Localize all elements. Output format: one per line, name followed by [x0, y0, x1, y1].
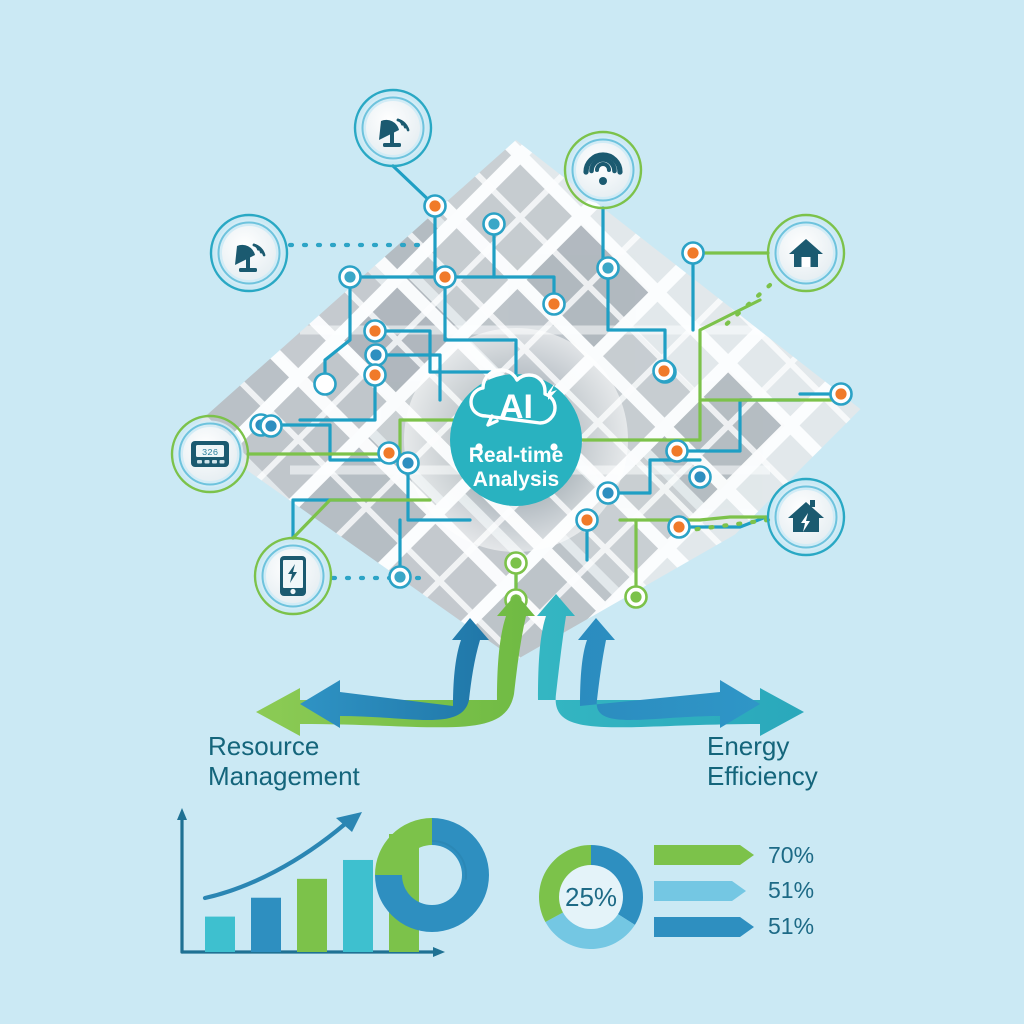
donut-center-label: 25%	[565, 882, 617, 912]
network-node-blue	[596, 256, 620, 280]
network-node-blue	[338, 265, 362, 289]
y-axis-arrowhead	[177, 808, 187, 820]
cloud-icon	[469, 368, 557, 427]
home-energy-icon[interactable]	[766, 477, 846, 557]
home-icon[interactable]	[766, 213, 846, 293]
satellite-dish-icon[interactable]	[209, 213, 289, 293]
donut-chart-center: 25%	[539, 845, 643, 949]
donut-center-hole	[559, 865, 623, 929]
label-energy-efficiency: Energy Efficiency	[707, 731, 818, 791]
progress-value-2: 51%	[768, 913, 815, 939]
trend-arrowhead	[336, 812, 362, 832]
donut-segment	[545, 911, 635, 949]
network-node-orange	[681, 241, 705, 265]
network-node-orange	[652, 359, 676, 383]
chart-bar	[205, 916, 235, 952]
ai-hub[interactable]: AI Real-time Analysis	[450, 368, 582, 506]
progress-value-0: 70%	[768, 842, 815, 868]
chart-bar	[251, 897, 281, 952]
network-node-orange	[542, 292, 566, 316]
network-node-hollow	[313, 372, 337, 396]
donut-segment	[375, 818, 489, 932]
network-node-green	[624, 585, 648, 609]
hub-acronym: AI	[499, 388, 533, 426]
x-axis-arrowhead	[433, 947, 445, 957]
network-node-blue	[396, 451, 420, 475]
network-node-orange	[665, 439, 689, 463]
label-resource-management: Resource Management	[208, 731, 360, 791]
progress-arrow-bar	[654, 845, 754, 865]
trend-line	[202, 821, 348, 901]
network-node-orange	[575, 508, 599, 532]
donut-segment	[539, 845, 591, 923]
wifi-icon[interactable]	[563, 130, 643, 210]
network-node-orange	[667, 515, 691, 539]
hub-line1: Real-time	[469, 444, 564, 467]
network-node-orange	[423, 194, 447, 218]
network-node-blue	[688, 465, 712, 489]
svg-text:326: 326	[202, 448, 218, 458]
satellite-dish-icon[interactable]	[353, 88, 433, 168]
arrow-resource-inner	[300, 618, 489, 728]
network-node-blue	[596, 481, 620, 505]
chart-bar	[297, 878, 327, 952]
arrow-energy-outer	[578, 618, 760, 728]
network-node-blue	[259, 414, 283, 438]
progress-arrow-bar	[654, 917, 754, 937]
spark-icon	[548, 383, 557, 400]
donut-chart-left	[375, 818, 489, 932]
icon-badges: 326	[170, 88, 846, 616]
progress-value-1: 51%	[768, 877, 815, 903]
network-node-blue	[482, 212, 506, 236]
network-node-orange	[363, 319, 387, 343]
chart-bar	[343, 859, 373, 952]
mobile-energy-icon[interactable]	[253, 536, 333, 616]
network-node-green	[504, 551, 528, 575]
donut-inner-ring	[397, 840, 467, 910]
hub-line2: Analysis	[473, 468, 559, 491]
smart-meter-icon[interactable]: 326	[170, 414, 250, 494]
network-nodes	[249, 194, 853, 612]
network-node-blue	[388, 565, 412, 589]
network-node-orange	[377, 441, 401, 465]
progress-arrow-bar	[654, 881, 746, 901]
hub-dot	[550, 443, 558, 451]
network-node-orange	[433, 265, 457, 289]
hub-dot	[475, 443, 483, 451]
donut-segment	[591, 845, 643, 925]
horizontal-progress-bars	[654, 845, 754, 937]
network-node-orange	[829, 382, 853, 406]
network-node-orange	[363, 363, 387, 387]
donut-segment	[375, 818, 432, 875]
